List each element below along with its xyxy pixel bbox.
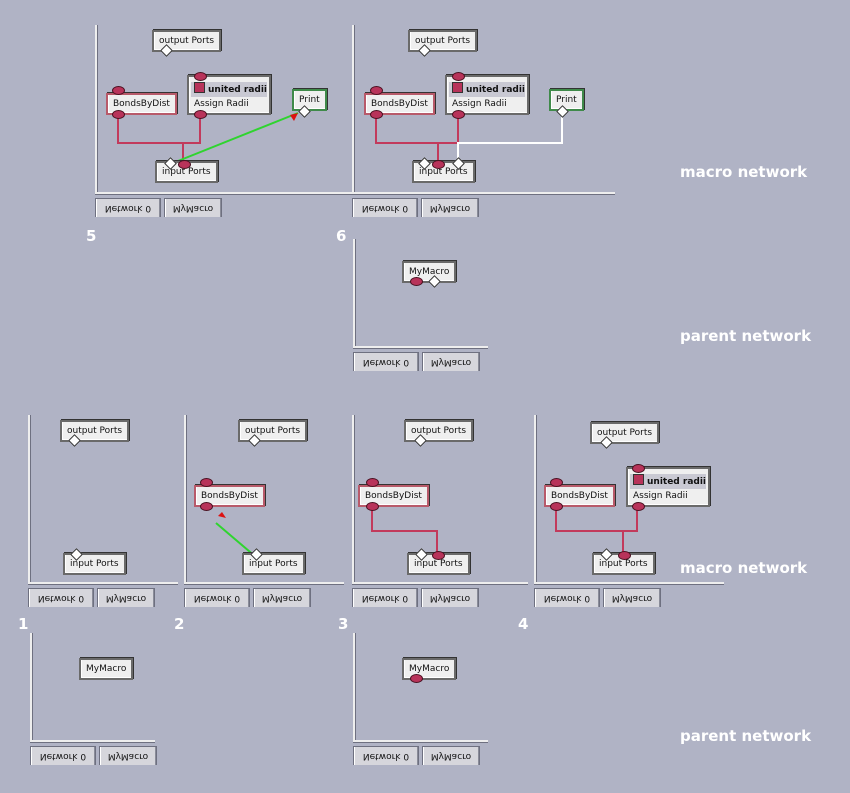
canvas-axis-left [30, 633, 33, 743]
node-label: MyMacro [86, 664, 127, 674]
canvas-axis-bottom [30, 740, 155, 743]
tabbar-parent-1: Network 0 MyMacro [30, 746, 160, 765]
label-macro-network-bottom: macro network [680, 559, 808, 577]
tabbar-parent-3: Network 0 MyMacro [353, 746, 483, 765]
canvas-axis-left [353, 633, 356, 743]
tab-network-0[interactable]: Network 0 [30, 746, 96, 765]
tab-mymacro[interactable]: MyMacro [422, 746, 480, 765]
wire-input-to-bonds [555, 509, 624, 555]
label-parent-network-bottom: parent network [680, 727, 812, 745]
wire-dragging-green [215, 522, 257, 558]
wire-dragging-green [172, 112, 299, 164]
node-assign-radii[interactable]: united radii Assign Radii [626, 467, 710, 507]
canvas-axis-bottom [353, 740, 488, 743]
wire-input-to-bonds [117, 117, 184, 165]
node-label: Assign Radii [633, 491, 688, 501]
wire-to-print [457, 113, 563, 165]
arrow-red [218, 512, 226, 518]
step-number-4: 4 [518, 615, 529, 633]
port-output[interactable] [632, 464, 645, 473]
wire-input-to-bonds [371, 509, 438, 555]
wire-input-to-assign [183, 117, 201, 144]
arrow-red [290, 113, 298, 121]
port-output[interactable] [410, 674, 423, 683]
toggle-label: united radii [647, 477, 707, 487]
wire-input-to-assign [623, 509, 638, 532]
wire-input-to-bonds [375, 117, 439, 165]
port-output[interactable] [618, 551, 631, 560]
port-input[interactable] [632, 502, 645, 511]
port-output[interactable] [550, 478, 563, 487]
step-number-2: 2 [174, 615, 185, 633]
port-input[interactable] [550, 502, 563, 511]
tab-mymacro[interactable]: MyMacro [99, 746, 157, 765]
checkbox-icon[interactable] [633, 474, 644, 485]
tab-network-0[interactable]: Network 0 [353, 746, 419, 765]
parent-canvas-1[interactable] [30, 633, 155, 743]
node-mymacro[interactable]: MyMacro [79, 658, 134, 680]
step-number-1: 1 [18, 615, 29, 633]
united-radii-toggle[interactable]: united radii [630, 474, 706, 489]
parent-canvas-3[interactable] [353, 633, 488, 743]
step-number-3: 3 [338, 615, 349, 633]
